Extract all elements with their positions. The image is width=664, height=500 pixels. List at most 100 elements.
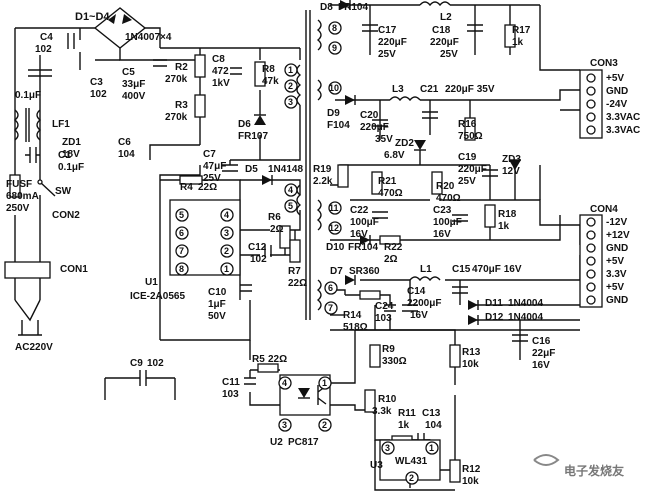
d12-diode: D12 1N4004 [468, 312, 543, 325]
c14-ref: C14 [407, 286, 426, 297]
c23-capacitor: C23 100μF 16V [433, 205, 468, 240]
r3-resistor: R3 270k [165, 94, 206, 123]
r20-value: 470Ω [436, 193, 461, 204]
r19-value: 2.2k [313, 176, 333, 187]
t1-pin-8: 8 [332, 23, 337, 33]
u1-pin-5: 5 [179, 210, 184, 220]
r19-resistor: R19 2.2k [313, 164, 349, 188]
c5-ref: C5 [122, 67, 135, 78]
r8-value: 47k [262, 76, 279, 87]
l2-ref: L2 [440, 12, 452, 23]
c4-ref: C4 [40, 32, 53, 43]
c8-voltage: 1kV [212, 78, 230, 89]
r21-resistor: R21 470Ω [371, 171, 403, 199]
d9-ref: D9 [327, 108, 340, 119]
r9-value: 330Ω [382, 356, 407, 367]
d5-ref: D5 [245, 164, 258, 175]
r12-resistor: R12 10k [449, 459, 481, 487]
c23-voltage: 16V [433, 229, 451, 240]
u3-regulator: 3 1 2 WL431 U3 [370, 439, 441, 485]
r14-ref: R14 [343, 310, 362, 321]
t1-pin-1: 1 [288, 65, 293, 75]
c20-voltage: 35V [375, 134, 393, 145]
c9-value: 102 [147, 358, 164, 369]
u1-pin-8: 8 [179, 264, 184, 274]
r10-ref: R10 [378, 394, 397, 405]
con4-ref: CON4 [590, 204, 618, 215]
r10-resistor: R10 3.3k [364, 389, 397, 417]
d10-ref: D10 [326, 242, 345, 253]
c16-voltage: 16V [532, 360, 550, 371]
c20-capacitor: C20 220μF 35V [360, 110, 393, 145]
zd2-ref: ZD2 [395, 138, 414, 149]
zd1-value: 18V [62, 149, 80, 160]
c20-ref: C20 [360, 110, 379, 121]
c24-ref: C24 [375, 301, 394, 312]
c18-capacitor: C18 220μF 25V [430, 24, 483, 60]
d8-diode: D8 FR104 [320, 0, 368, 13]
con3-pin-neg24v: -24V [606, 99, 627, 110]
d11-diode: D11 1N4004 [468, 298, 543, 310]
l3-inductor: L3 [389, 84, 421, 102]
r16-value: 750Ω [458, 131, 483, 142]
c9-ref: C9 [130, 358, 143, 369]
r18-resistor: R18 1k [484, 204, 517, 232]
u3-pin-3: 3 [385, 443, 390, 453]
r13-ref: R13 [462, 347, 481, 358]
c10-voltage: 50V [208, 311, 226, 322]
watermark: 电子发烧友 [533, 454, 624, 478]
c17-voltage: 25V [378, 49, 396, 60]
c15-ref: C15 [452, 264, 471, 275]
c24-value: 103 [375, 313, 392, 324]
c22-value: 100μF [350, 217, 379, 228]
c14-voltage: 16V [410, 310, 428, 321]
u2-part: PC817 [288, 437, 319, 448]
u3-part: WL431 [395, 456, 428, 467]
c7-value: 47μF [203, 161, 226, 172]
r11-ref: R11 [398, 408, 416, 419]
d12-ref: D12 [485, 312, 504, 323]
r6-value: 2Ω [270, 224, 284, 235]
zd2-zener: ZD2 6.8V [384, 138, 426, 161]
u1-part: ICE-2A0565 [130, 291, 185, 302]
r22-value: 2Ω [384, 254, 398, 265]
r8-ref: R8 [262, 64, 275, 75]
fuse-ref: FUSF [6, 179, 32, 190]
u2-optocoupler: 4 1 3 2 U2 PC817 [270, 374, 332, 448]
r22-ref: R22 [384, 242, 403, 253]
c17-capacitor: C17 220μF 25V [362, 24, 407, 60]
r6-ref: R6 [268, 212, 281, 223]
con3-pin-gnd: GND [606, 86, 628, 97]
con3-pin-5v: +5V [606, 73, 624, 84]
c2-value: 0.1μF [15, 90, 41, 101]
u3-ref: U3 [370, 460, 383, 471]
r11-value: 1k [398, 420, 410, 431]
d9-value: F104 [327, 120, 350, 131]
d9-diode: D9 F104 [327, 95, 356, 131]
c16-capacitor: C16 22μF 16V [512, 334, 555, 371]
r13-value: 10k [462, 359, 479, 370]
d6-value: FR107 [238, 131, 268, 142]
d7-diode: D7 SR360 [330, 266, 380, 285]
con4-pin-neg12v: -12V [606, 217, 627, 228]
zd1-zener: ZD1 18V [62, 137, 81, 160]
r21-ref: R21 [378, 176, 397, 187]
r18-ref: R18 [498, 209, 517, 220]
ac-label: AC220V [15, 342, 53, 353]
c22-voltage: 16V [350, 229, 368, 240]
t1-pin-3: 3 [288, 97, 293, 107]
c17-ref: C17 [378, 25, 397, 36]
c5-voltage: 400V [122, 91, 146, 102]
c3-capacitor: C3 102 [90, 77, 107, 100]
r12-ref: R12 [462, 464, 481, 475]
c19-capacitor: C19 220μF 25V [458, 152, 498, 187]
r2-value: 270k [165, 74, 188, 85]
d12-value: 1N4004 [508, 312, 543, 323]
fuse-current: 680mA [6, 191, 39, 202]
r8-resistor: R8 47k [254, 61, 279, 87]
c20-value: 220μF [360, 122, 389, 133]
c10-value: 1μF [208, 299, 226, 310]
d5-diode: D5 1N4148 [245, 164, 303, 185]
r14-value: 518Ω [343, 322, 368, 333]
c14-value: 2200μF [407, 298, 441, 309]
